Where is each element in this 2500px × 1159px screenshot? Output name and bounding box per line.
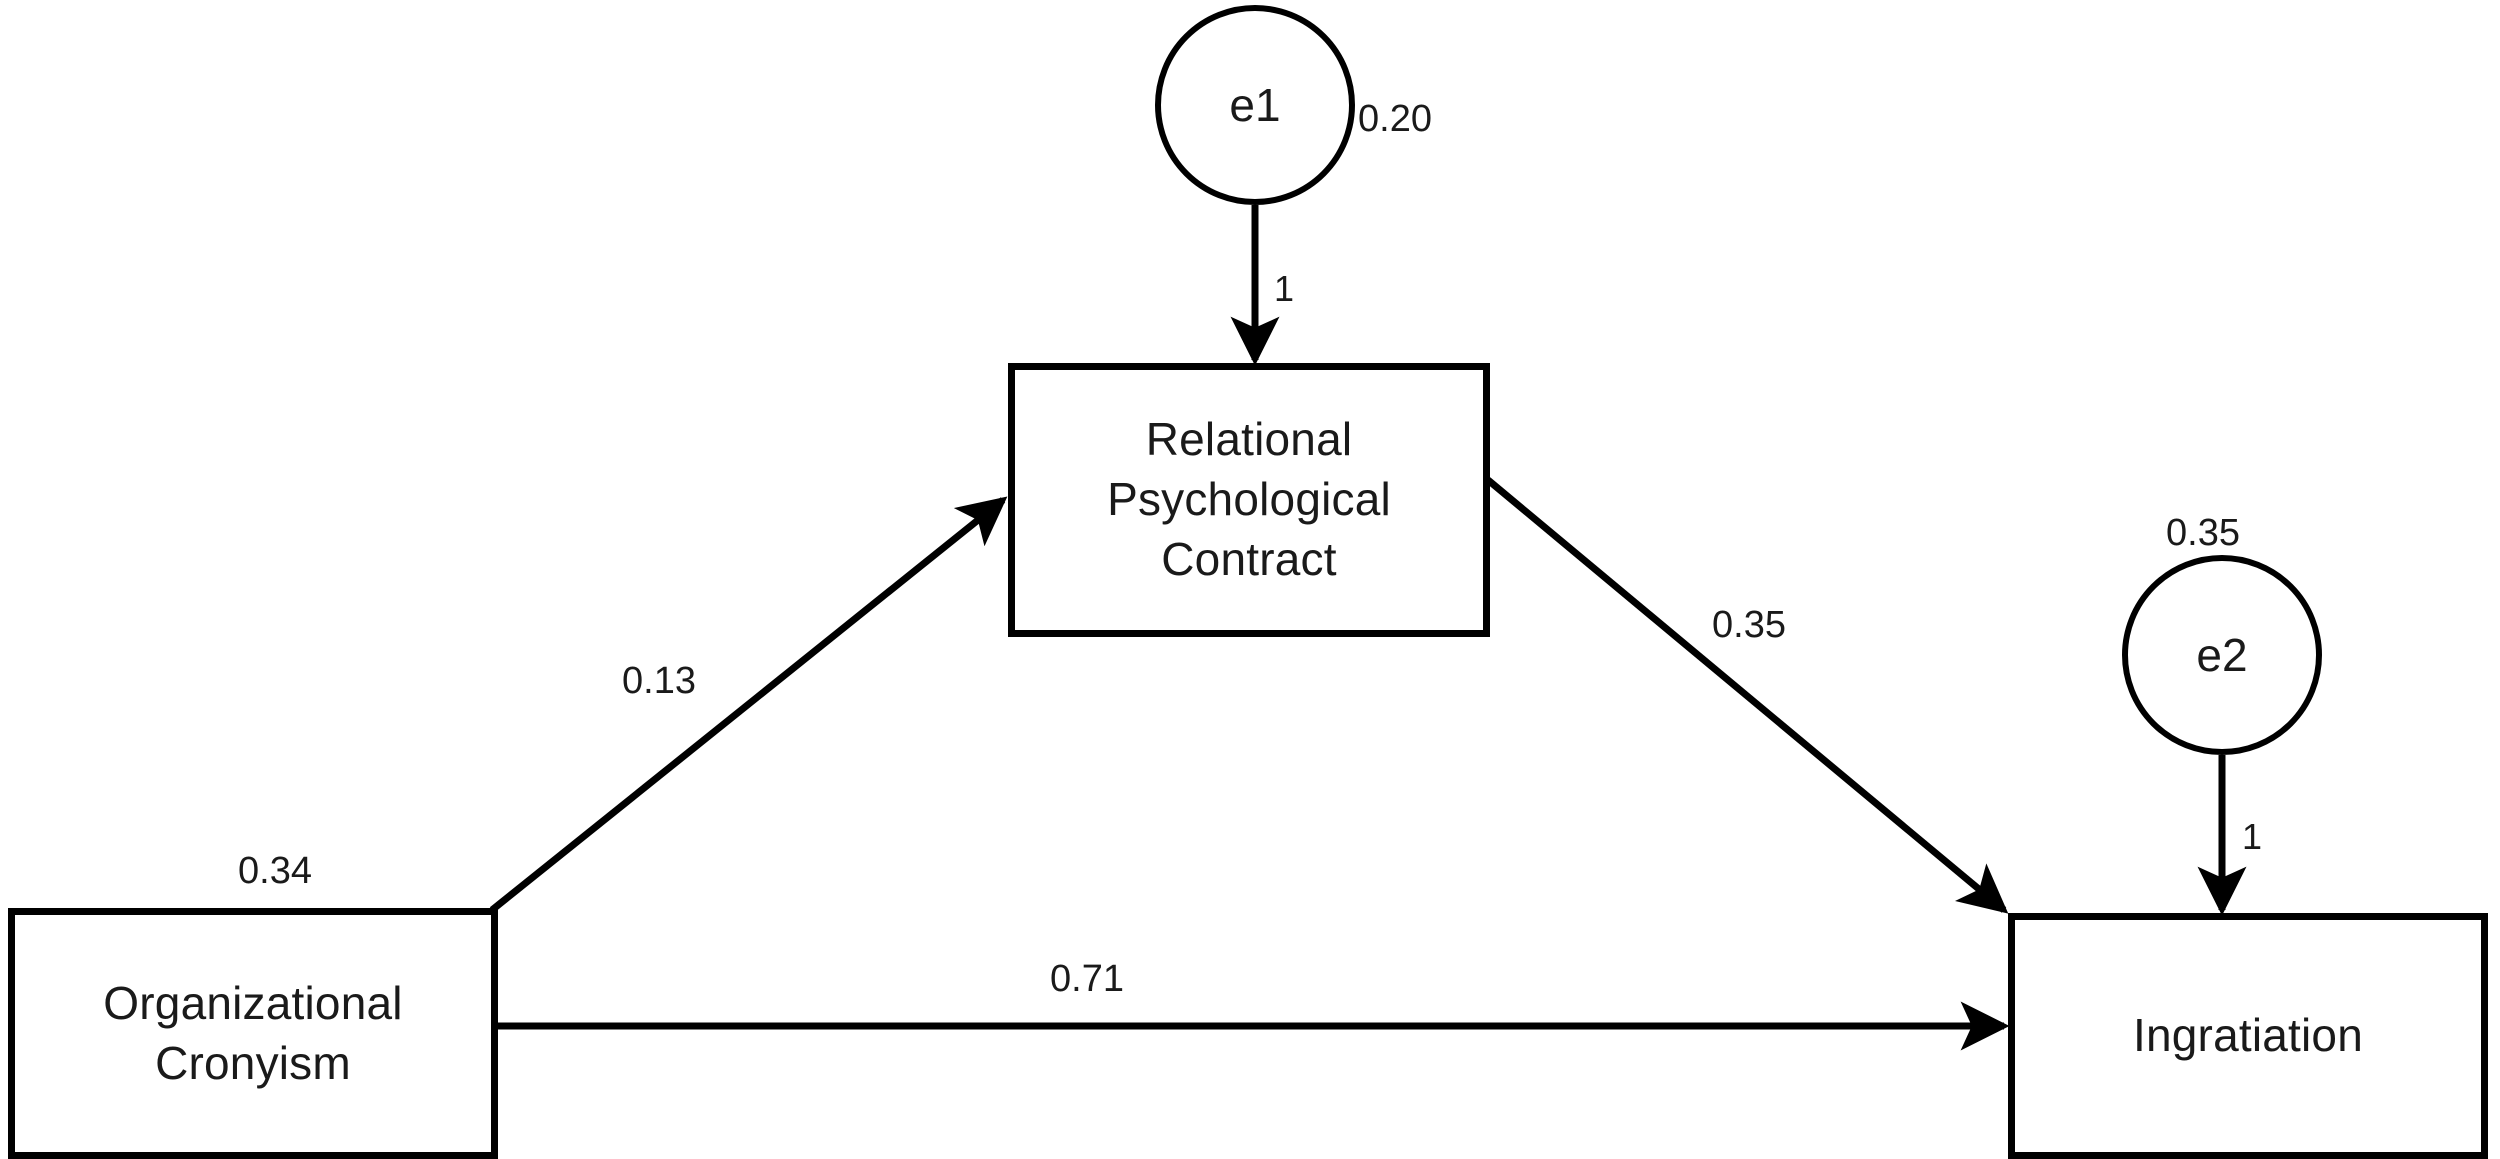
- node-label-ingratiation: Ingratiation: [2133, 1009, 2363, 1062]
- node-relational-psychological-contract[interactable]: Relational Psychological Contract: [1008, 363, 1490, 637]
- node-error-e1[interactable]: e1: [1155, 5, 1355, 205]
- node-label-organizational-cronyism: Organizational Cronyism: [103, 976, 403, 1089]
- path-label-e1-to-rpc: 1: [1274, 268, 1295, 309]
- node-error-e2[interactable]: e2: [2122, 555, 2322, 755]
- path-label-cronyism-to-rpc: 0.13: [622, 660, 696, 702]
- node-label-relational-psychological-contract: Relational Psychological Contract: [1107, 413, 1391, 585]
- edge-rpc-to-ingratiation: [1485, 477, 2009, 914]
- variance-label-organizational-cronyism: 0.34: [238, 850, 312, 892]
- path-label-e2-to-ingratiation: 1: [2242, 816, 2263, 857]
- node-ingratiation[interactable]: Ingratiation: [2008, 913, 2488, 1159]
- path-label-cronyism-to-ingratiation: 0.71: [1050, 958, 1124, 1000]
- variance-label-e1: 0.20: [1358, 98, 1432, 140]
- node-label-e1: e1: [1229, 79, 1281, 131]
- node-organizational-cronyism[interactable]: Organizational Cronyism: [8, 908, 498, 1159]
- path-label-rpc-to-ingratiation: 0.35: [1712, 604, 1786, 646]
- edge-cronyism-to-rpc: [489, 496, 1008, 913]
- node-label-e2: e2: [2196, 629, 2248, 681]
- variance-label-e2: 0.35: [2166, 512, 2240, 554]
